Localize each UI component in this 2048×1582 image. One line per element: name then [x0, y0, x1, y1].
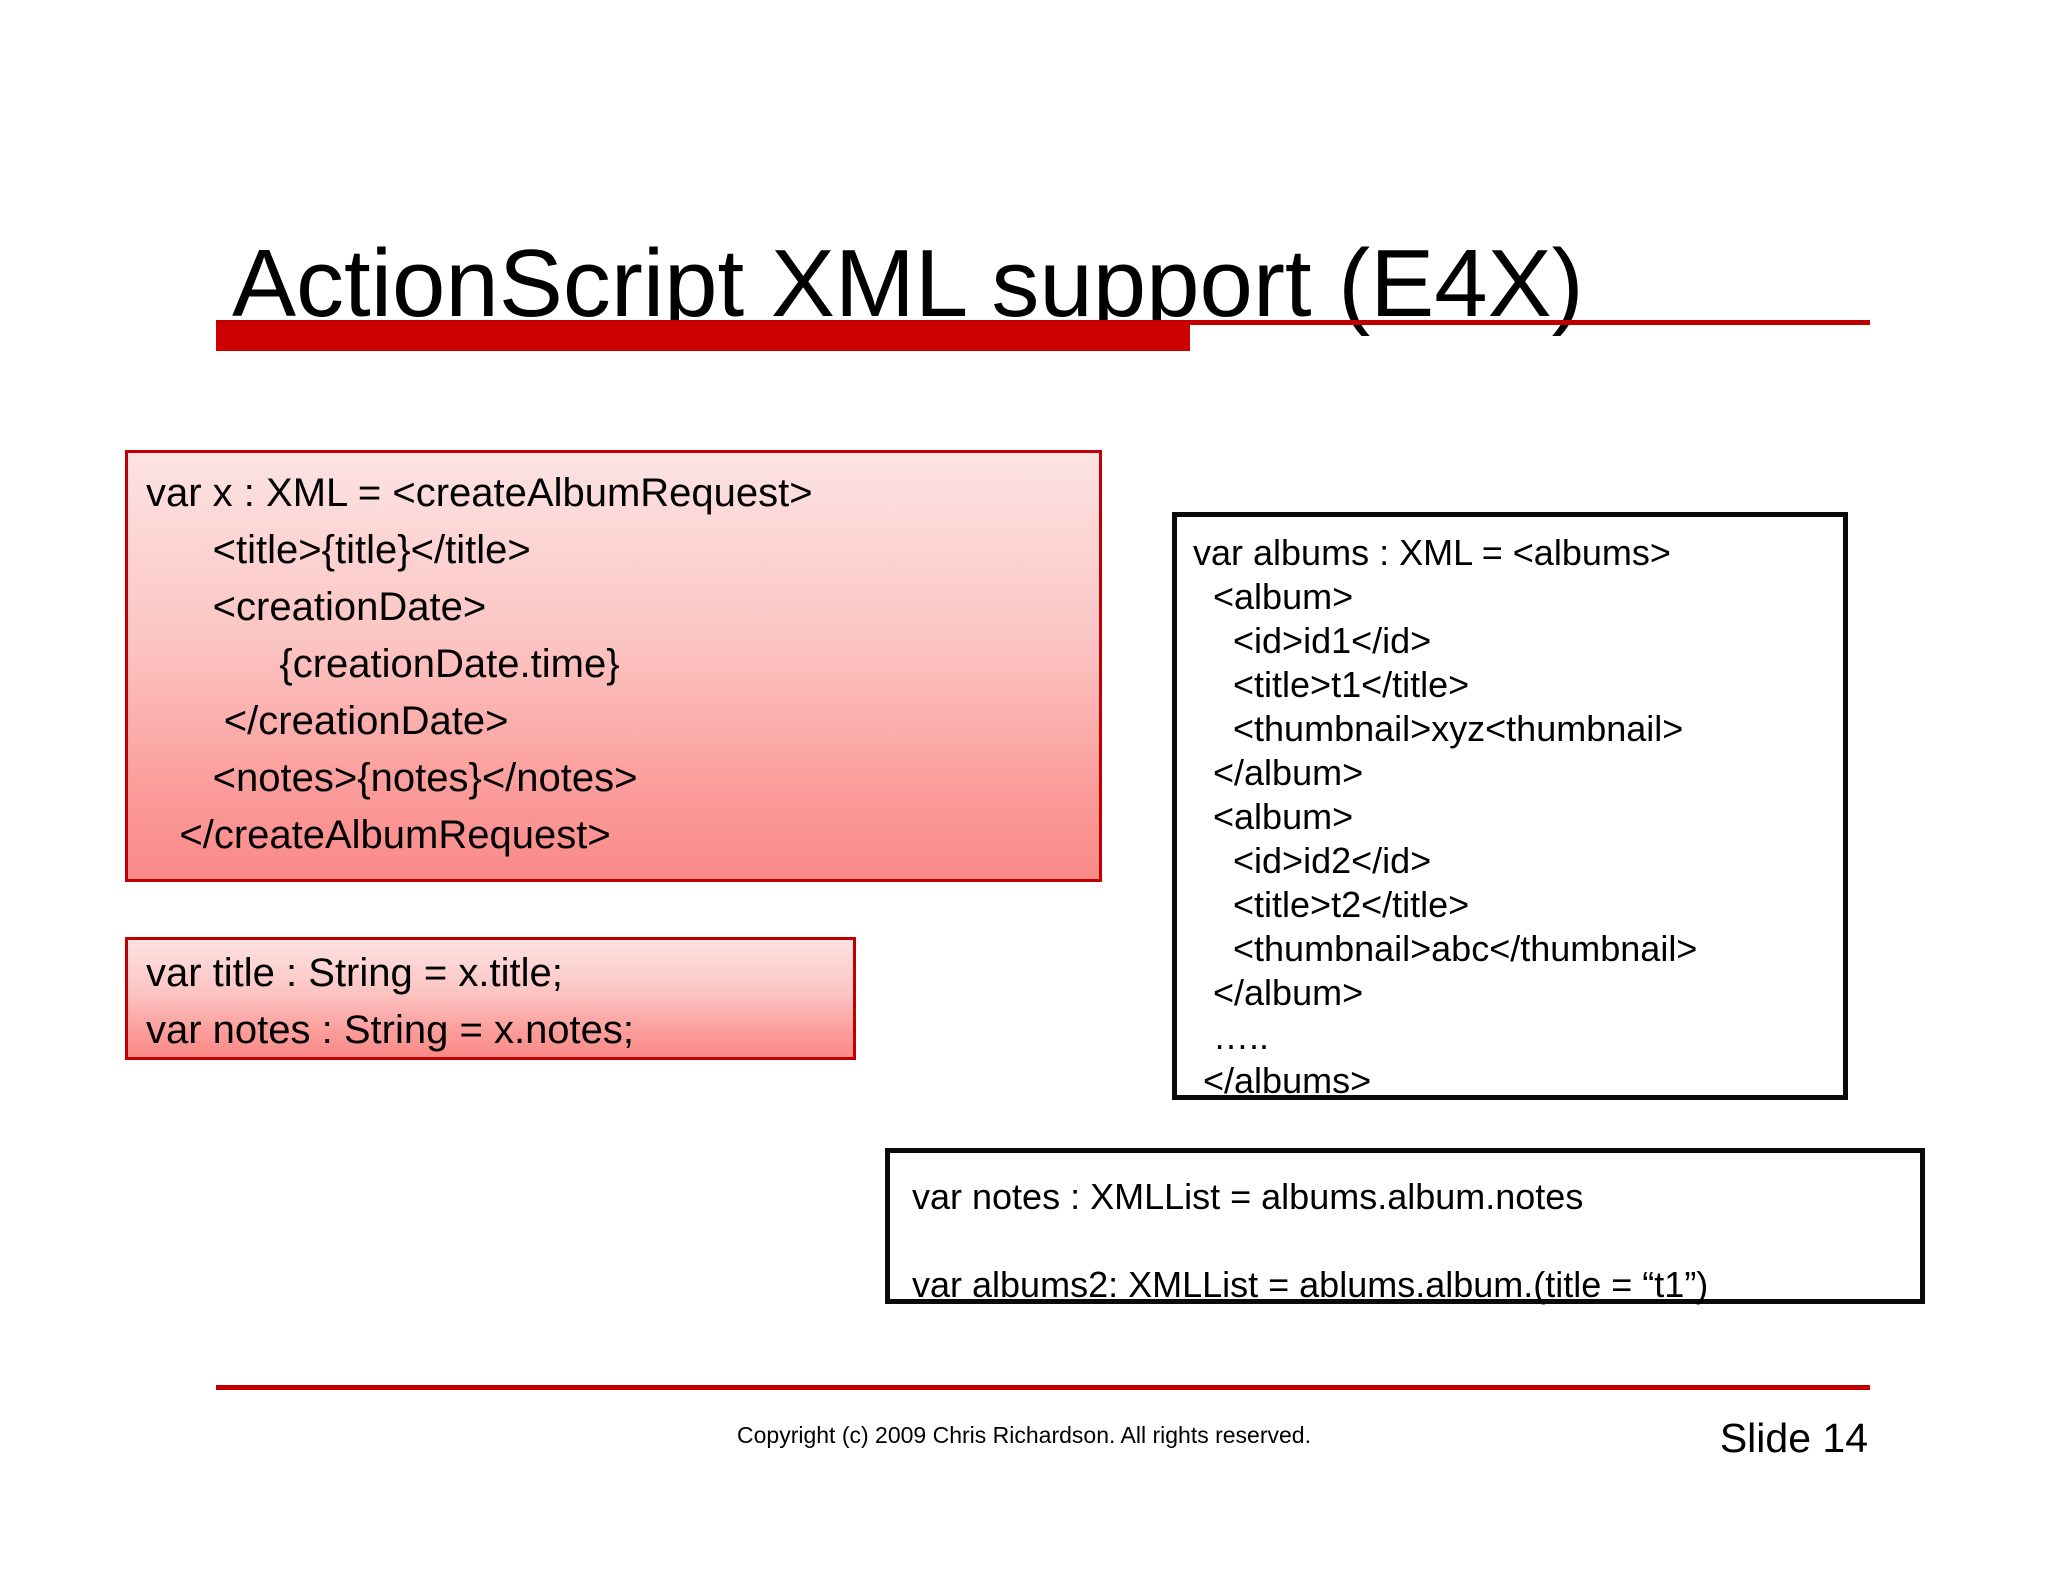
title-divider-thick-bar — [216, 322, 1190, 351]
page-title: ActionScript XML support (E4X) — [232, 230, 1584, 338]
footer-divider-rule — [216, 1385, 1870, 1390]
code-block-string-accessors: var title : String = x.title; var notes … — [125, 937, 856, 1060]
footer-slide-number: Slide 14 — [1719, 1415, 1868, 1461]
xmllist-line-notes: var notes : XMLList = albums.album.notes — [912, 1176, 1584, 1217]
code-block-create-album-request: var x : XML = <createAlbumRequest> <titl… — [125, 450, 1102, 882]
footer-copyright-text: Copyright (c) 2009 Chris Richardson. All… — [737, 1422, 1311, 1448]
xmllist-line-spacer — [912, 1219, 1920, 1263]
code-block-xmllist-queries: var notes : XMLList = albums.album.notes… — [885, 1148, 1925, 1305]
code-block-albums-xml: var albums : XML = <albums> <album> <id>… — [1172, 512, 1848, 1101]
xmllist-line-albums2: var albums2: XMLList = ablums.album.(tit… — [912, 1264, 1709, 1305]
